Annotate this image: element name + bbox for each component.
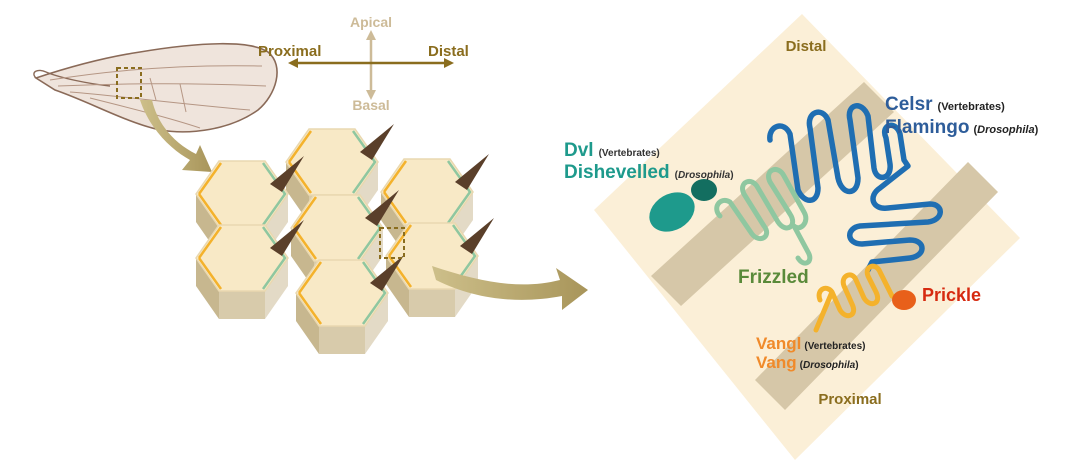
cell-side-front bbox=[219, 291, 265, 319]
cell-side-left bbox=[286, 162, 309, 223]
dvl-small-domain bbox=[691, 179, 717, 201]
cell-junction-highlight-box bbox=[379, 227, 405, 259]
cell-apical-surface bbox=[385, 222, 479, 290]
trichome-hair bbox=[460, 218, 494, 254]
frizzled-protein bbox=[714, 167, 813, 266]
proximal-edge bbox=[387, 255, 413, 288]
prickle-label: Prickle bbox=[922, 285, 981, 305]
cell-apical-surface bbox=[380, 158, 474, 226]
epithelial-cell bbox=[385, 218, 494, 317]
basal-label: Basal bbox=[352, 97, 389, 113]
proximal-edge bbox=[382, 191, 408, 224]
zoom-arrow-2 bbox=[432, 266, 588, 310]
proximal-edge bbox=[197, 257, 223, 290]
cell-side-left bbox=[296, 293, 319, 354]
cell-side-left bbox=[196, 258, 219, 319]
proximal-arrowhead bbox=[288, 58, 298, 68]
proximal-edge bbox=[387, 224, 413, 257]
trichome-hair bbox=[360, 124, 394, 160]
membrane-panel bbox=[594, 14, 1020, 460]
distal-membrane-label: Distal bbox=[786, 38, 827, 55]
cell-side-front bbox=[409, 289, 455, 317]
cell-side-right bbox=[265, 258, 288, 319]
cell-apical-surface bbox=[285, 128, 379, 196]
distal-arrowhead bbox=[444, 58, 454, 68]
proximal-axis-label: Proximal bbox=[258, 43, 321, 60]
proximal-edge bbox=[292, 227, 318, 260]
cell-side-left bbox=[291, 228, 314, 289]
cell-apical-surface bbox=[295, 259, 389, 327]
epithelial-cell bbox=[195, 220, 304, 319]
proximal-edge bbox=[287, 130, 313, 163]
zoom-arrow-1 bbox=[140, 100, 212, 172]
basal-arrowhead bbox=[366, 90, 376, 100]
panel-background bbox=[594, 14, 1020, 460]
epithelial-cell bbox=[295, 255, 404, 354]
distal-edge bbox=[361, 261, 387, 325]
proximal-cell-membrane bbox=[755, 162, 998, 410]
distal-axis-label: Distal bbox=[428, 43, 469, 60]
distal-edge bbox=[261, 226, 287, 290]
cell-apical-surface bbox=[195, 224, 289, 292]
hexagonal-cell-array bbox=[195, 124, 494, 354]
proximal-edge bbox=[297, 292, 323, 325]
apical-arrowhead bbox=[366, 30, 376, 40]
trichome-hair bbox=[455, 154, 489, 190]
dvl-large-domain bbox=[649, 192, 695, 232]
cell-side-front bbox=[319, 326, 365, 354]
proximal-edge bbox=[197, 226, 223, 259]
flamingo-label: Flamingo(Drosophila) bbox=[885, 117, 1039, 138]
vang-label: Vang(Drosophila) bbox=[756, 353, 859, 372]
distal-edge bbox=[261, 162, 287, 226]
trichome-hair bbox=[270, 156, 304, 192]
proximal-membrane-label: Proximal bbox=[818, 391, 881, 408]
wing-highlight-box bbox=[116, 67, 142, 99]
frizzled-label: Frizzled bbox=[738, 267, 809, 288]
dishevelled-label: Dishevelled(Drosophila) bbox=[564, 162, 734, 183]
proximal-edge bbox=[197, 162, 223, 195]
apical-label: Apical bbox=[350, 14, 392, 30]
celsr-label: Celsr(Vertebrates) bbox=[885, 94, 1005, 115]
dvl-label: Dvl(Vertebrates) bbox=[564, 140, 660, 161]
fly-wing bbox=[33, 42, 278, 133]
distal-edge bbox=[351, 130, 377, 194]
proximal-edge bbox=[297, 261, 323, 294]
vangl-protein bbox=[813, 263, 903, 333]
trichome-hair bbox=[270, 220, 304, 256]
prickle-protein-shape bbox=[892, 290, 916, 310]
proximal-edge bbox=[197, 193, 223, 226]
trichome-hair bbox=[370, 255, 404, 291]
trichome-hair bbox=[365, 190, 399, 226]
proximal-edge bbox=[382, 160, 408, 193]
celsr-protein bbox=[767, 103, 943, 273]
cell-side-right bbox=[365, 293, 388, 354]
distal-edge bbox=[446, 160, 472, 224]
vangl-label: Vangl(Vertebrates) bbox=[756, 334, 866, 353]
axes-cross bbox=[288, 30, 454, 100]
proximal-edge bbox=[292, 196, 318, 229]
